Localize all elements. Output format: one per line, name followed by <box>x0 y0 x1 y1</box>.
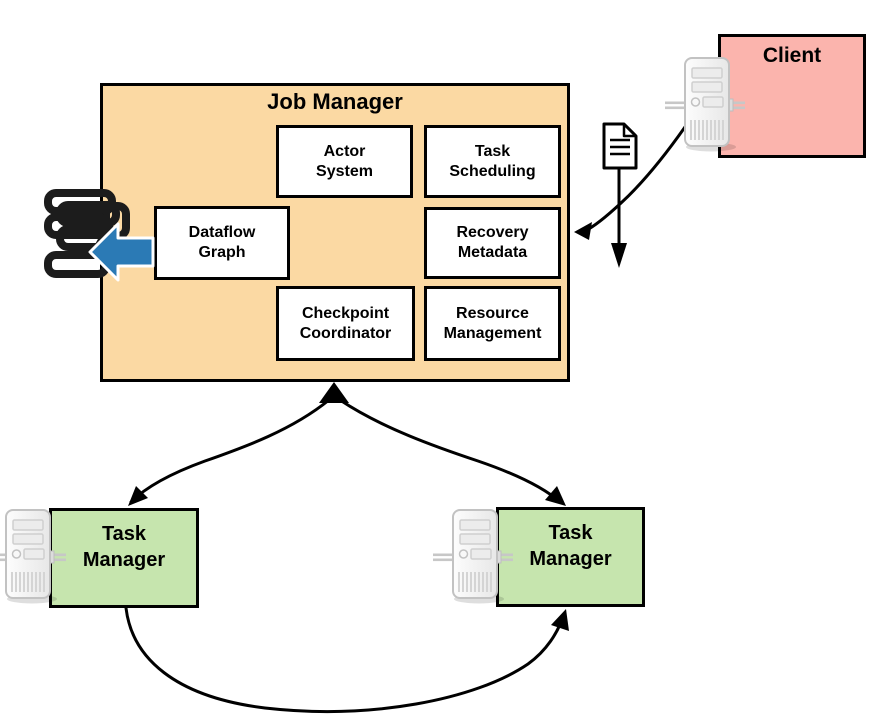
tm-label-line: Task <box>101 523 147 545</box>
module-actor-system: Actor System <box>276 125 413 198</box>
task-manager-1-label: Task Manager <box>52 511 196 573</box>
tm-label-line: Manager <box>82 549 166 571</box>
document-icon <box>602 122 638 170</box>
server-icon <box>665 56 745 152</box>
client-label: Client <box>762 44 822 67</box>
tm-label-line: Manager <box>529 548 612 570</box>
module-label-line: Graph <box>198 244 246 261</box>
module-label-line: Task <box>474 142 511 160</box>
blue-left-arrow-icon <box>88 222 155 282</box>
server-icon <box>433 508 513 604</box>
module-label-line: Recovery <box>456 224 529 242</box>
module-label-line: Actor <box>323 142 366 160</box>
module-label-line: Checkpoint <box>301 304 390 322</box>
module-label-line: Resource <box>456 304 529 322</box>
module-resource-management: Resource Management <box>424 286 561 361</box>
module-dataflow-graph: Dataflow Graph <box>154 206 290 280</box>
tm-label-line: Task <box>548 522 593 544</box>
task-manager-2-label: Task Manager <box>499 510 642 572</box>
module-label-line: Coordinator <box>299 324 392 342</box>
server-icon <box>0 508 66 604</box>
module-label-line: System <box>316 162 373 180</box>
arrow-jobmanager-taskmanager1 <box>129 398 331 504</box>
arrow-jobmanager-taskmanager2 <box>338 398 562 504</box>
module-recovery-metadata: Recovery Metadata <box>424 207 561 279</box>
module-task-scheduling: Task Scheduling <box>424 125 561 198</box>
module-label-line: Management <box>443 324 542 342</box>
dataflow-stack-icon <box>44 189 155 282</box>
module-label-line: Dataflow <box>188 224 256 242</box>
module-checkpoint-coordinator: Checkpoint Coordinator <box>276 286 415 361</box>
module-label-line: Metadata <box>457 244 528 261</box>
arrowhead-into-taskmanager1 <box>128 486 148 506</box>
task-manager-2-box: Task Manager <box>496 507 645 607</box>
task-manager-1-box: Task Manager <box>49 508 199 608</box>
module-label-line: Scheduling <box>449 162 536 180</box>
arrow-taskmanager1-taskmanager2 <box>124 606 566 713</box>
arrowhead-up-into-taskmanager2 <box>551 609 569 631</box>
arrowhead-into-taskmanager2 <box>545 486 566 506</box>
job-manager-box: Job Manager Actor System Task Scheduling… <box>100 83 570 382</box>
client-box: Client <box>718 34 866 158</box>
arrowhead-document-down <box>611 243 627 268</box>
job-manager-title: Job Manager <box>267 89 403 114</box>
arrow-client-to-jobmanager <box>583 106 700 233</box>
arrowhead-up-into-jobmanager <box>319 382 349 403</box>
arrowhead-into-jobmanager-right <box>574 222 592 240</box>
